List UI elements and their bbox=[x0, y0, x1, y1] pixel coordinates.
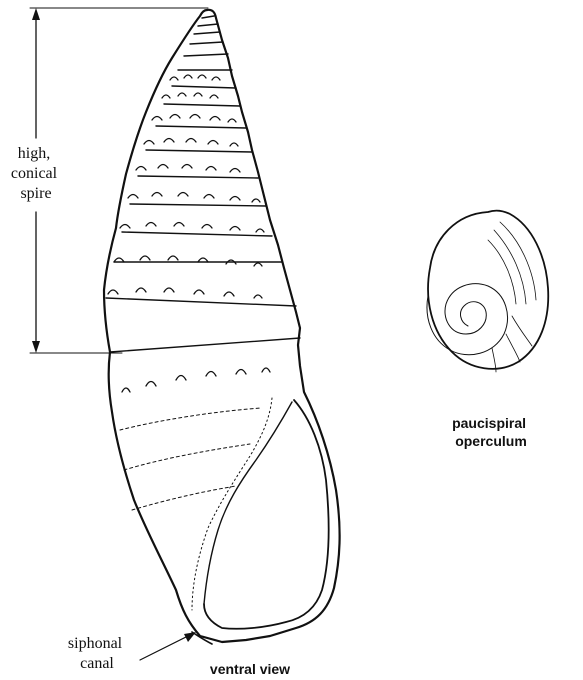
operculum-outline bbox=[428, 211, 548, 369]
operculum-growth-lines bbox=[488, 222, 536, 372]
aperture-outer-lip bbox=[204, 400, 329, 629]
ventral-view-caption: ventral view bbox=[210, 661, 290, 677]
aperture-interior bbox=[192, 398, 272, 610]
operculum-spiral bbox=[427, 284, 507, 355]
aperture-inner-lip bbox=[204, 402, 292, 604]
operculum-drawing bbox=[427, 211, 548, 372]
shell-outline bbox=[104, 10, 340, 642]
siphonal-canal-label: siphonal canal bbox=[68, 635, 126, 672]
body-whorl-striations bbox=[120, 408, 260, 510]
siphonal-canal-pointer bbox=[140, 632, 196, 660]
spire-label: high, conical spire bbox=[11, 145, 61, 202]
suture-lines bbox=[106, 16, 300, 352]
operculum-label: paucispiral operculum bbox=[452, 415, 530, 449]
shell-ventral-view bbox=[104, 10, 340, 644]
